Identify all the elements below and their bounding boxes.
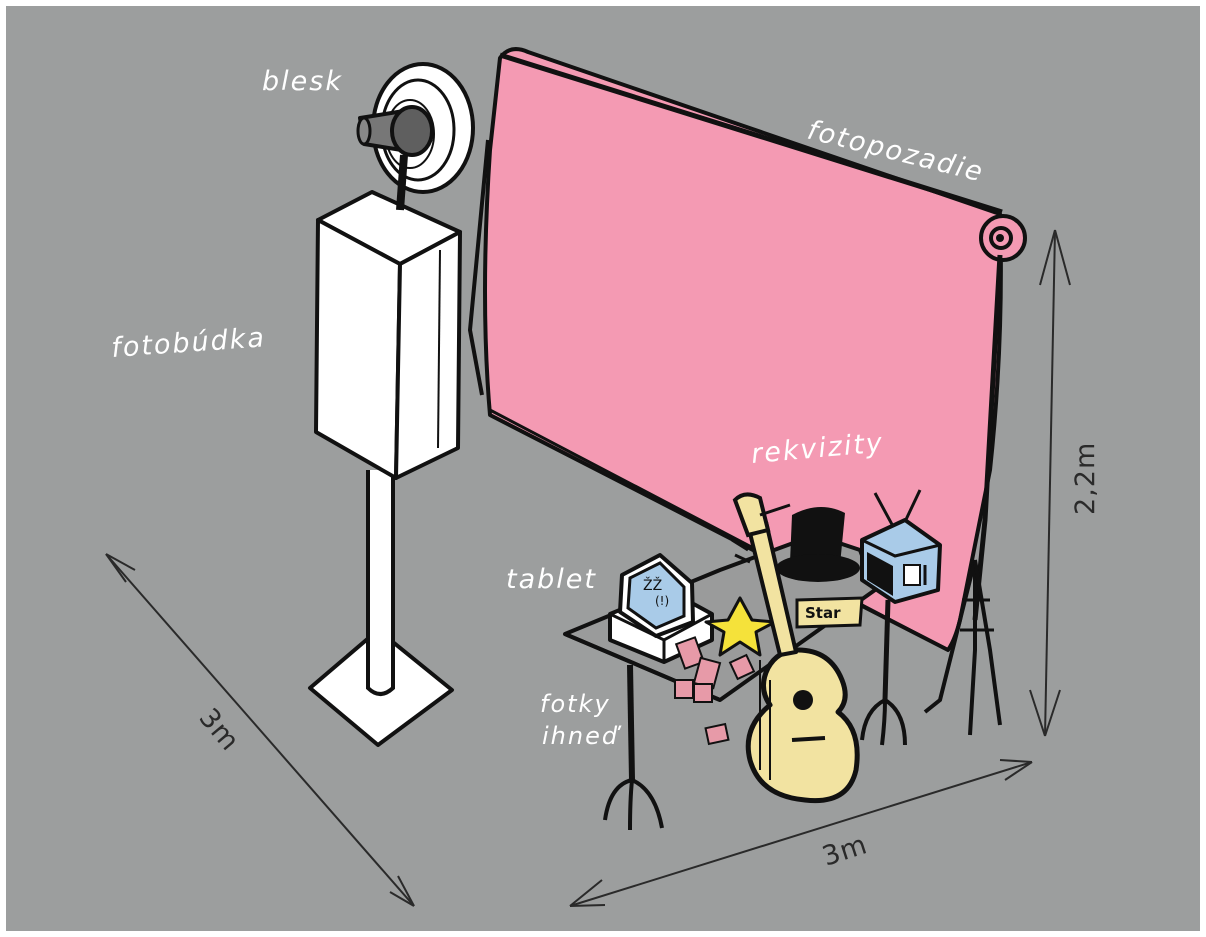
guitar-icon [731, 492, 860, 804]
svg-text:ŽŽ: ŽŽ [643, 576, 662, 594]
star-icon [704, 596, 777, 657]
top-hat-icon [776, 506, 860, 582]
svg-text:(!): (!) [655, 594, 669, 608]
depth-arrow [105, 553, 415, 907]
tv-icon [860, 489, 942, 746]
backdrop-icon [467, 47, 1027, 736]
width-arrow [569, 759, 1033, 907]
sign-icon: Star [795, 596, 864, 629]
label-instant-photos-2: ihneď [542, 722, 622, 750]
photo-booth-icon [308, 190, 462, 747]
label-tablet: tablet [506, 564, 597, 595]
label-instant-photos-1: fotky [540, 690, 611, 718]
sign-label: Star [805, 604, 841, 622]
height-arrow [1029, 229, 1071, 737]
label-height: 2,2m [1070, 442, 1101, 515]
flash-icon [356, 62, 475, 211]
photos-icon [674, 636, 756, 746]
label-flash: blesk [262, 66, 343, 97]
